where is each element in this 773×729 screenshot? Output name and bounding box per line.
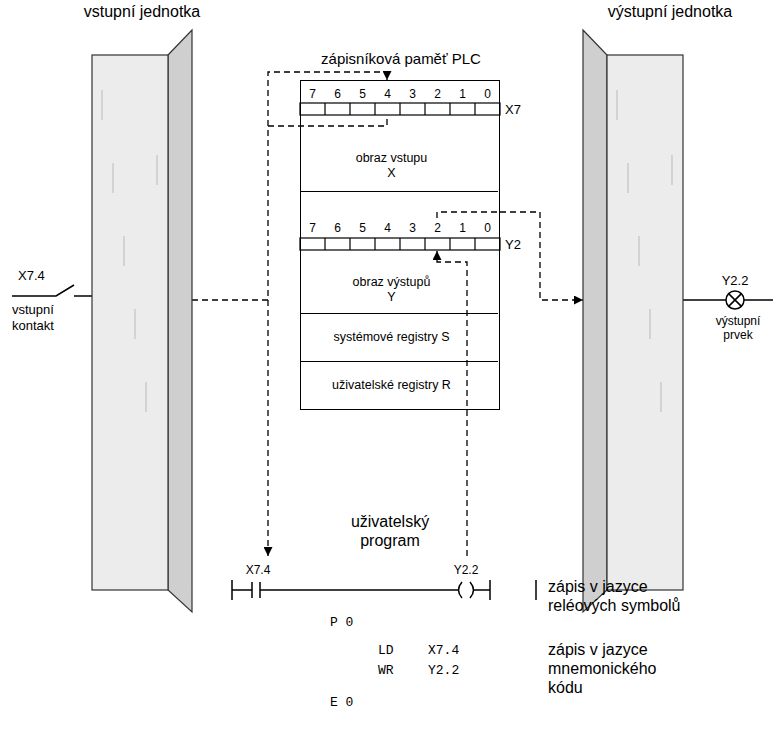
system-registers: systémové registry S — [301, 313, 498, 361]
input-image-area: obraz vstupu X — [301, 81, 498, 191]
notation-note: zápis v jazyce mnemonického kódu — [548, 640, 676, 698]
output-unit: výstupní jednotka — [583, 30, 683, 612]
memory-area-name: systémové registry S — [333, 330, 449, 345]
plc-memory: obraz vstupu X obraz výstupů Y systémové r… — [300, 80, 500, 410]
signal-name: X7.4 — [18, 268, 45, 284]
section-title: uživatelský program — [330, 512, 450, 550]
register-cells — [300, 103, 500, 250]
memory-area-name: uživatelské registry R — [332, 378, 451, 393]
bit-number: 0 — [484, 87, 491, 101]
data-flow-connector — [500, 212, 583, 300]
bit-number: 2 — [434, 221, 441, 235]
data-flow-connector — [192, 72, 387, 300]
unit-heading: výstupní jednotka — [570, 2, 770, 21]
code-operand: X7.4 — [428, 643, 459, 659]
unit-housing — [583, 30, 683, 612]
bit-number: 4 — [384, 221, 391, 235]
bit-number: 0 — [484, 221, 491, 235]
bit-number: 1 — [459, 221, 466, 235]
bit-number: 2 — [434, 87, 441, 101]
bit-number: 3 — [409, 87, 416, 101]
bit-number: 7 — [309, 221, 316, 235]
bit-number: 3 — [409, 221, 416, 235]
code-operand: Y2.2 — [428, 663, 459, 679]
code-instruction: LD — [378, 643, 394, 659]
part-name: vstupní kontakt — [12, 302, 84, 333]
input-unit: vstupní jednotka — [92, 30, 192, 612]
signal-name: X7.4 — [246, 563, 271, 577]
signal-name: Y2.2 — [454, 563, 479, 577]
bit-number: 7 — [309, 87, 316, 101]
memory-area-name: obraz vstupu X — [356, 151, 428, 181]
bit-number: 5 — [359, 221, 366, 235]
input-contact-symbol — [12, 285, 92, 296]
bit-number: 6 — [334, 221, 341, 235]
bit-number: 1 — [459, 87, 466, 101]
bit-number: 6 — [334, 87, 341, 101]
bit-number: 5 — [359, 87, 366, 101]
memory-area-name: obraz výstupů Y — [352, 275, 432, 305]
code-line: E 0 — [330, 695, 353, 711]
unit-heading: zápisníková paměť PLC — [301, 50, 501, 68]
bit-number: 4 — [384, 87, 391, 101]
unit-heading: vstupní jednotka — [42, 2, 242, 21]
register-name: X7 — [505, 102, 521, 118]
user-registers: uživatelské registry R — [301, 361, 498, 408]
ladder-rung — [232, 580, 536, 600]
code-line: P 0 — [330, 615, 353, 631]
code-instruction: WR — [378, 663, 394, 679]
lamp-symbol — [683, 291, 773, 309]
notation-note: zápis v jazyce reléových symbolů — [548, 577, 720, 615]
output-image-area: obraz výstupů Y — [301, 191, 498, 313]
part-name: výstupní prvek — [707, 314, 769, 343]
signal-name: Y2.2 — [722, 273, 749, 289]
data-flow-lines — [268, 116, 500, 556]
register-name: Y2 — [505, 237, 521, 253]
unit-housing — [92, 30, 192, 612]
